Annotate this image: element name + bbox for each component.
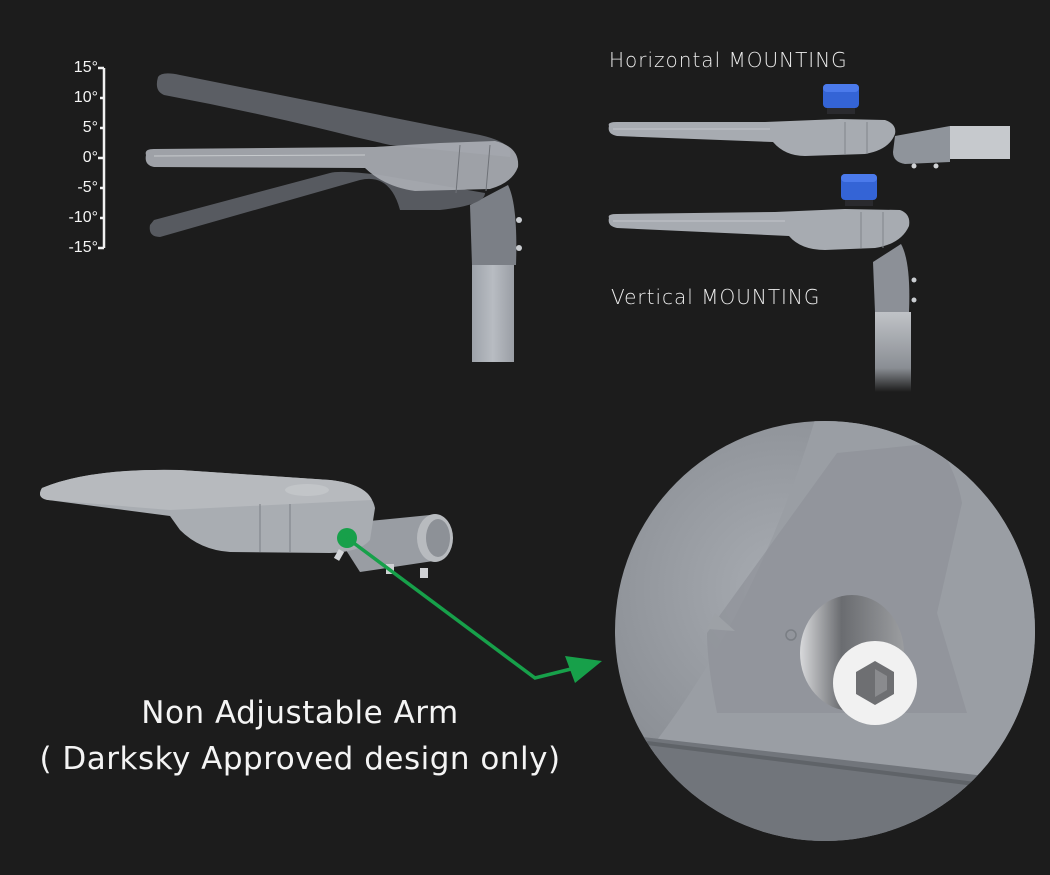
- tick-label: 10°: [73, 89, 98, 106]
- caption: Non Adjustable Arm ( Darksky Approved de…: [30, 690, 570, 782]
- tilt-range-illustration: [145, 73, 522, 362]
- horizontal-mount-illustration: [608, 84, 1010, 169]
- tick-label: -5°: [77, 179, 98, 196]
- caption-line-2: ( Darksky Approved design only): [39, 741, 561, 777]
- tick-label: 15°: [73, 59, 98, 76]
- tick-label: -15°: [68, 239, 98, 256]
- caption-line-1: Non Adjustable Arm: [141, 695, 459, 731]
- vertical-mount-illustration: [608, 174, 917, 392]
- tick-label: 5°: [82, 119, 98, 136]
- tick-label: -10°: [68, 209, 98, 226]
- screw-detail-closeup: [615, 421, 1035, 841]
- tick-label: 0°: [82, 149, 98, 166]
- vertical-mounting-label: Vertical MOUNTING: [611, 285, 821, 309]
- hex-screw-icon: [800, 595, 917, 725]
- angle-scale: 15° 10° 5° 0° -5° -10° -15°: [40, 58, 98, 258]
- angle-scale-bracket: [98, 66, 106, 250]
- horizontal-mounting-label: Horizontal MOUNTING: [609, 48, 848, 72]
- pointer-arrow: [337, 528, 602, 683]
- perspective-illustration: [40, 469, 453, 578]
